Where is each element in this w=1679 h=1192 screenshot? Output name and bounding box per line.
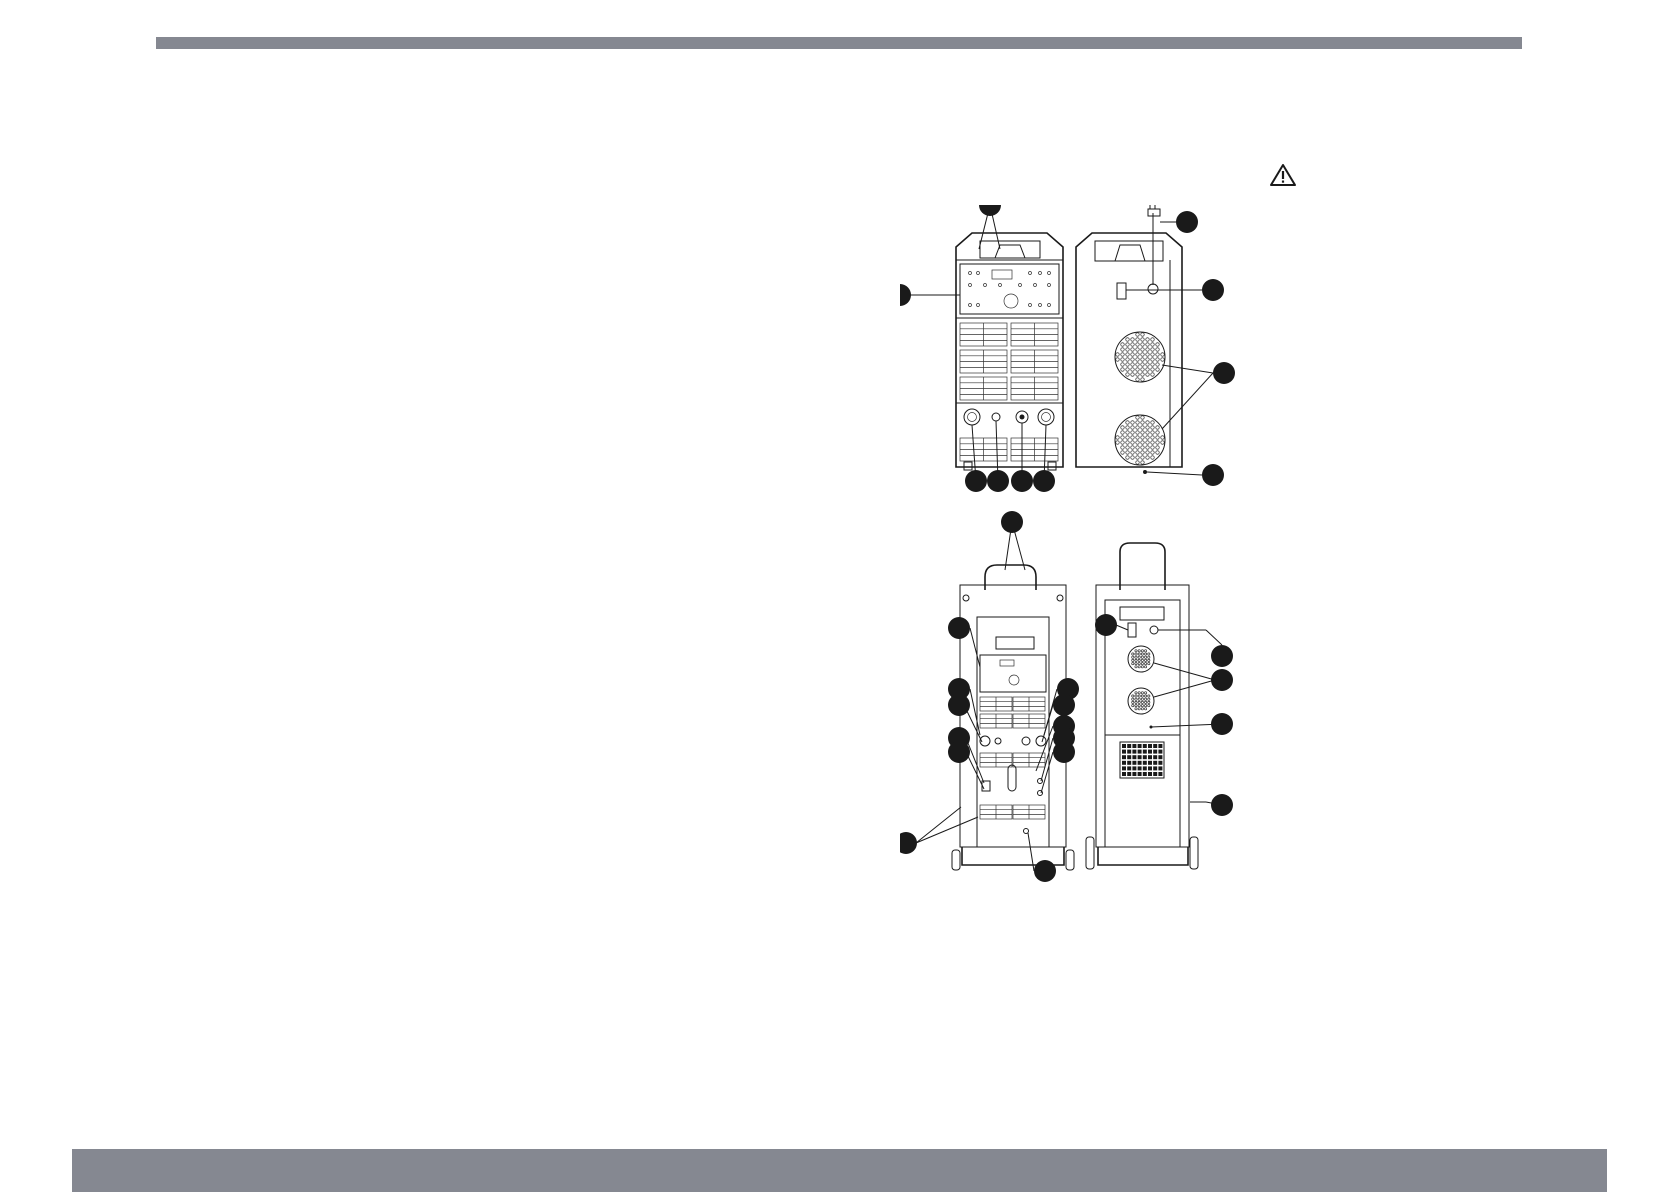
callout-1 bbox=[979, 205, 1001, 216]
front-view-standalone bbox=[956, 233, 1063, 470]
fan-grille-lower bbox=[1115, 415, 1165, 465]
callout-10 bbox=[1202, 464, 1224, 486]
leader-lines bbox=[900, 205, 1222, 871]
rear-view-trolley bbox=[1086, 543, 1206, 869]
callout-4 bbox=[987, 470, 1009, 492]
callouts bbox=[900, 205, 1235, 882]
callout-7 bbox=[1176, 211, 1198, 233]
fan-grille-upper bbox=[1115, 332, 1165, 382]
welding-machine-diagram bbox=[900, 205, 1260, 905]
front-connectors bbox=[964, 409, 1054, 425]
torch-holder bbox=[1008, 765, 1016, 791]
callout-28 bbox=[1211, 794, 1233, 816]
callout-27 bbox=[1211, 713, 1233, 735]
callout-5 bbox=[1011, 470, 1033, 492]
cooler-switch bbox=[982, 781, 990, 791]
fan-grille-upper bbox=[1128, 646, 1154, 672]
callout-18 bbox=[948, 741, 970, 763]
trolley-front-connectors bbox=[980, 736, 1046, 746]
callout-24 bbox=[1095, 614, 1117, 636]
callout-2 bbox=[900, 284, 911, 306]
callout-21 bbox=[1053, 741, 1075, 763]
callout-8 bbox=[1202, 279, 1224, 301]
rear-view-standalone bbox=[1076, 205, 1182, 474]
callout-9 bbox=[1213, 362, 1235, 384]
callout-25 bbox=[1211, 645, 1233, 667]
power-switch bbox=[1117, 283, 1126, 299]
callout-3 bbox=[965, 470, 987, 492]
callout-6 bbox=[1033, 470, 1055, 492]
warning-icon bbox=[1269, 163, 1297, 187]
callout-23 bbox=[1034, 860, 1056, 882]
fan-grille-lower bbox=[1128, 688, 1154, 714]
ground-screw bbox=[1143, 470, 1147, 474]
footer-bar bbox=[72, 1149, 1607, 1192]
power-cable bbox=[1148, 205, 1160, 294]
control-panel bbox=[969, 270, 1051, 308]
callout-12 bbox=[948, 617, 970, 639]
header-bar bbox=[156, 37, 1522, 49]
power-switch bbox=[1128, 623, 1136, 637]
callout-16 bbox=[1053, 694, 1075, 716]
callout-22 bbox=[900, 832, 917, 854]
callout-11 bbox=[1001, 511, 1023, 533]
callout-26 bbox=[1211, 669, 1233, 691]
callout-14 bbox=[948, 694, 970, 716]
